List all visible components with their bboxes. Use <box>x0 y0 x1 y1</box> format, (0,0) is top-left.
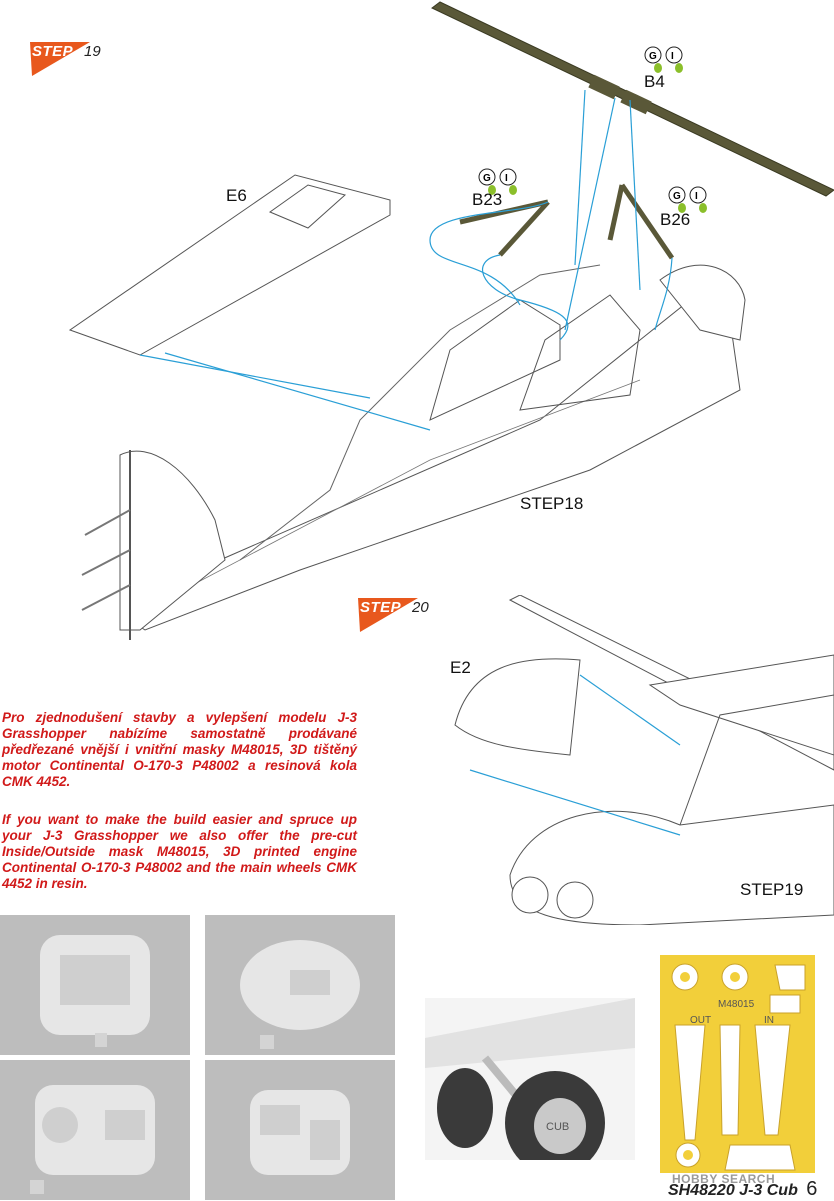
mask-sheet-graphic <box>660 955 815 1173</box>
glue-icon-pair: G I <box>478 168 517 195</box>
step-word: STEP <box>360 599 402 616</box>
mask-out-label: OUT <box>690 1015 712 1026</box>
glue-icons-b26: G I <box>668 186 714 219</box>
glue-icons-b4: G I <box>644 46 690 79</box>
note-czech: Pro zjednodušení stavby a vylepšení mode… <box>2 710 357 789</box>
mask-in-label: IN <box>764 1015 774 1026</box>
engine-render <box>240 940 360 1049</box>
glue-i-letter: I <box>671 51 674 62</box>
step19-reference: STEP19 <box>740 880 804 899</box>
wheel-photo: CUB <box>425 998 635 1160</box>
note-english: If you want to make the build easier and… <box>2 812 357 891</box>
page-number: 6 <box>806 1178 818 1200</box>
step18-reference: STEP18 <box>520 494 584 513</box>
mask-code: M48015 <box>718 999 755 1010</box>
step-word: STEP <box>32 43 74 60</box>
step-number: 19 <box>84 43 101 60</box>
part-label-b23: B23 <box>472 190 503 209</box>
part-label-e2: E2 <box>450 658 471 677</box>
windshield-drawing <box>454 595 834 925</box>
engine-render <box>30 1085 155 1194</box>
step-20-badge: STEP 20 <box>358 598 438 632</box>
engine-photo-1 <box>0 915 190 1055</box>
step-19-badge: STEP 19 <box>30 42 110 76</box>
fuselage-drawing <box>68 1 834 640</box>
glue-icons-b23: G I <box>478 168 524 201</box>
mask-sheet: M48015 OUT IN <box>660 955 815 1173</box>
part-label-e6: E6 <box>226 186 247 205</box>
step-badge-shape <box>358 598 418 632</box>
wheel-hub-text: CUB <box>546 1121 569 1133</box>
glue-g-letter: G <box>673 191 681 202</box>
part-label-b4: B4 <box>644 72 665 91</box>
engine-photo-3 <box>0 1060 190 1200</box>
glue-g-letter: G <box>649 51 657 62</box>
step-number: 20 <box>412 599 429 616</box>
engine-photo-2 <box>205 915 395 1055</box>
engine-render <box>250 1090 350 1175</box>
engine-photo-4 <box>205 1060 395 1200</box>
hobby-search-watermark: HOBBY SEARCH <box>672 1172 776 1186</box>
glue-icon-pair: G I <box>644 46 683 73</box>
engine-render <box>40 935 150 1047</box>
glue-i-letter: I <box>695 191 698 202</box>
glue-i-letter: I <box>505 173 508 184</box>
footer-title: SH48220 J-3 Cub <box>668 1182 798 1199</box>
page-footer: SH48220 J-3 Cub 6 <box>668 1178 817 1201</box>
part-label-b26: B26 <box>660 210 691 229</box>
wheel-render: CUB <box>425 998 635 1160</box>
step-badge-shape <box>30 42 90 76</box>
glue-g-letter: G <box>483 173 491 184</box>
glue-icon-pair: G I <box>668 186 707 213</box>
